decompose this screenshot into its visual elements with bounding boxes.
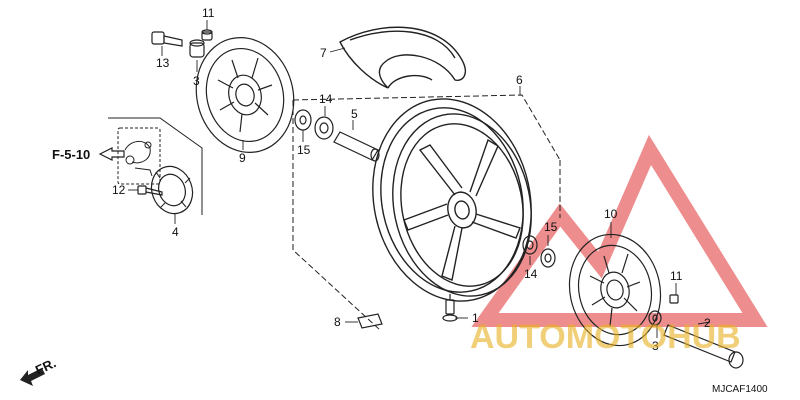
bolt-13 [151,31,183,47]
watermark-logo [471,134,768,327]
part-number-5: 5 [351,107,358,121]
part-number-8: 8 [334,315,341,329]
distance-collar [333,131,380,162]
tire [339,26,466,89]
wheel-assembly-box [292,94,561,331]
reference-label: F-5-10 [52,147,90,162]
part-number-11b: 11 [670,269,683,283]
part-number-4: 4 [172,225,179,239]
bearing-right [522,235,556,268]
part-number-10: 10 [604,207,618,221]
part-number-3a: 3 [193,74,200,88]
part-number-2: 2 [704,316,711,330]
part-number-12: 12 [112,183,126,197]
brake-disc-left [195,37,295,153]
part-number-13: 13 [156,56,170,70]
pulser-ring [150,165,194,215]
front-axle [663,324,744,369]
collar-right [648,310,662,326]
sensor-bracket-area [108,117,203,215]
collar-top [189,39,205,58]
part-number-15a: 15 [297,143,311,157]
part-number-11a: 11 [202,6,215,20]
diagram-code: MJCAF1400 [712,384,768,395]
part-number-14a: 14 [319,92,333,106]
front-label: FR. [33,355,58,377]
front-direction-arrow [20,368,45,386]
leader-lines [128,20,711,338]
valve-stem [442,294,458,322]
part-number-14b: 14 [524,267,538,281]
part-number-6: 6 [516,73,523,87]
part-number-1: 1 [472,311,479,325]
disc-bolt-top [201,29,213,41]
disc-bolt-right [669,294,679,304]
wheel [372,98,532,302]
part-number-7: 7 [320,46,327,60]
part-number-9: 9 [239,151,246,165]
balance-weight [357,313,383,329]
reference-arrow [98,147,125,161]
part-number-3b: 3 [652,339,659,353]
part-number-15b: 15 [544,220,558,234]
watermark-triangle [471,134,768,327]
watermark-text: AUTOMOTOHUB [470,318,741,356]
brake-disc-right [568,233,662,347]
bearing-left [294,109,334,140]
